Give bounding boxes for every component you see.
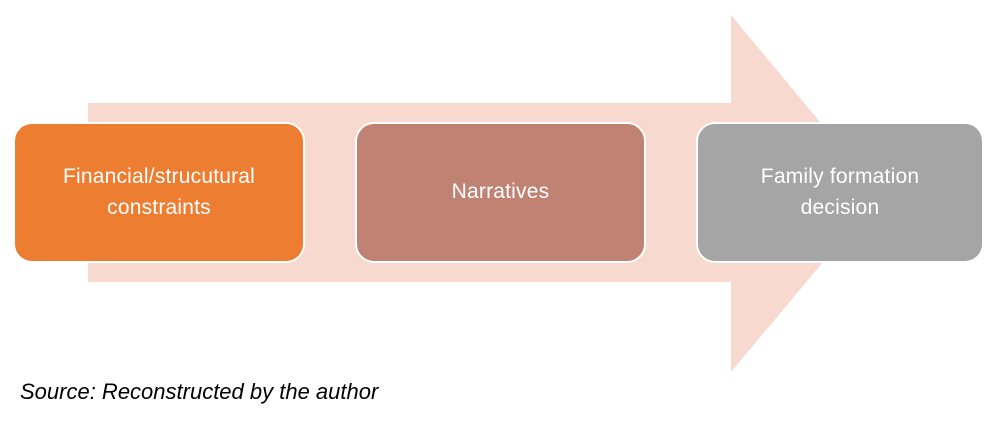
process-step-narratives[interactable]: Narratives — [355, 122, 646, 263]
process-step-family-formation-decision[interactable]: Family formation decision — [696, 122, 984, 263]
source-caption: Source: Reconstructed by the author — [20, 379, 379, 404]
process-step-financial-constraints[interactable]: Financial/strucutural constraints — [13, 122, 305, 263]
